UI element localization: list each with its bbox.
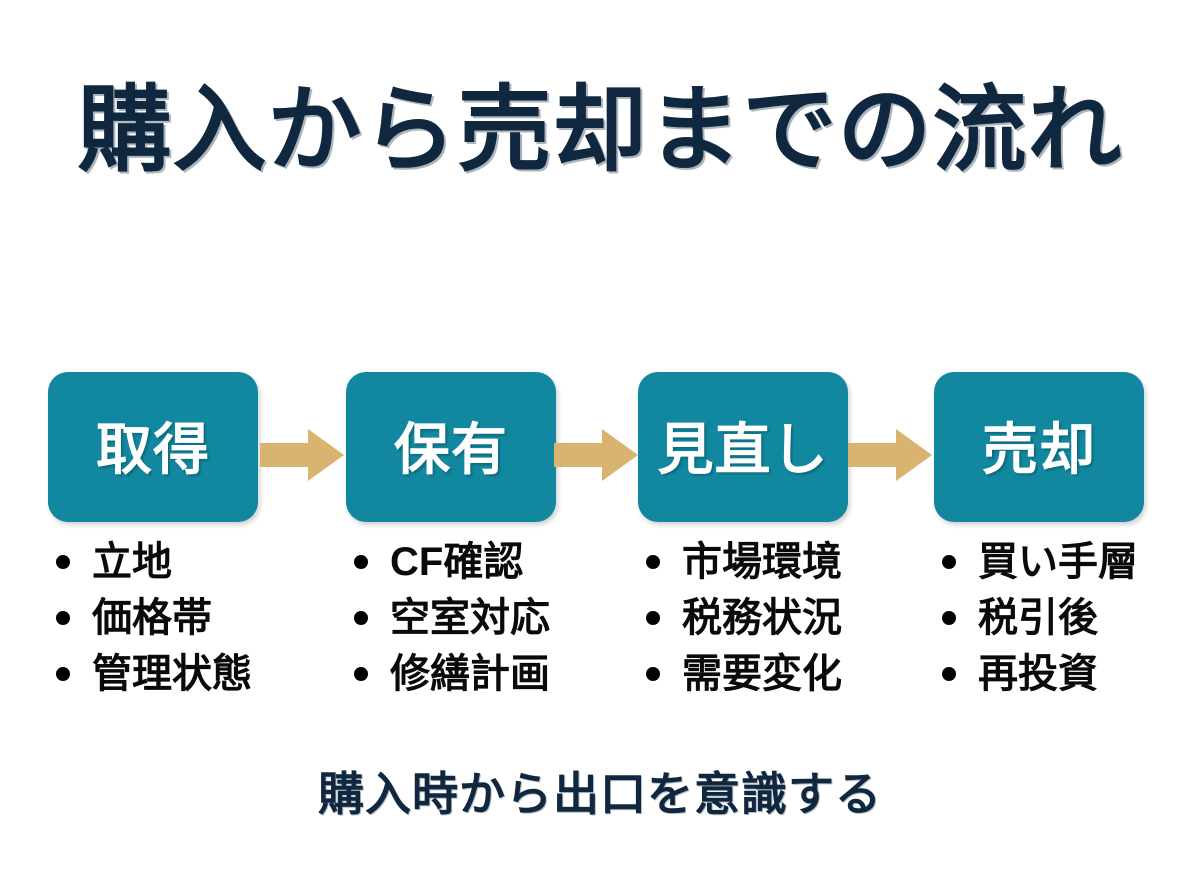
stage-box-4[interactable]: 売却 <box>934 372 1144 522</box>
list-item: 修繕計画 <box>354 646 604 702</box>
stage-box-3[interactable]: 見直し <box>638 372 848 522</box>
list-item: 需要変化 <box>646 646 896 702</box>
list-item-label: CF確認 <box>390 540 524 584</box>
bullet-dot-icon <box>646 611 660 625</box>
bullet-dot-icon <box>942 667 956 681</box>
list-item-label: 買い手層 <box>978 540 1138 584</box>
bullet-list-stage-4: 買い手層 税引後 再投資 <box>942 534 1192 702</box>
stage-label-3: 見直し <box>657 418 829 481</box>
bullet-dot-icon <box>56 611 70 625</box>
bullet-dot-icon <box>354 667 368 681</box>
list-item: 管理状態 <box>56 646 306 702</box>
bullet-list-stage-2: CF確認 空室対応 修繕計画 <box>354 534 604 702</box>
list-item-label: 税引後 <box>978 596 1098 640</box>
list-item-label: 修繕計画 <box>390 652 550 696</box>
bullet-dot-icon <box>56 555 70 569</box>
bullet-dot-icon <box>942 555 956 569</box>
list-item: 買い手層 <box>942 534 1192 590</box>
stage-box-1[interactable]: 取得 <box>48 372 258 522</box>
list-item-label: 立地 <box>92 540 172 584</box>
stage-detail-columns: 立地 価格帯 管理状態 CF確認 空室対応 修繕計画 <box>48 534 1152 724</box>
stage-label-1: 取得 <box>96 418 210 481</box>
list-item-label: 税務状況 <box>682 596 842 640</box>
stage-label-4: 売却 <box>982 418 1096 481</box>
process-flow: 取得 保有 見直し 売却 <box>48 372 1152 522</box>
bullet-dot-icon <box>354 611 368 625</box>
arrow-right-icon-1 <box>260 429 344 481</box>
list-item-label: 価格帯 <box>92 596 212 640</box>
list-item-label: 市場環境 <box>682 540 842 584</box>
list-item: 税務状況 <box>646 590 896 646</box>
list-item-label: 需要変化 <box>682 652 842 696</box>
list-item: 市場環境 <box>646 534 896 590</box>
arrow-right-icon-3 <box>848 429 932 481</box>
list-item-label: 管理状態 <box>92 652 252 696</box>
bullet-dot-icon <box>942 611 956 625</box>
footer-note: 購入時から出口を意識する <box>318 768 882 820</box>
bullet-dot-icon <box>646 555 660 569</box>
list-item: CF確認 <box>354 534 604 590</box>
stage-label-2: 保有 <box>394 418 508 481</box>
list-item: 立地 <box>56 534 306 590</box>
stage-box-2[interactable]: 保有 <box>346 372 556 522</box>
list-item-label: 空室対応 <box>390 596 550 640</box>
list-item-label: 再投資 <box>978 652 1098 696</box>
bullet-list-stage-3: 市場環境 税務状況 需要変化 <box>646 534 896 702</box>
bullet-list-stage-1: 立地 価格帯 管理状態 <box>56 534 306 702</box>
list-item: 空室対応 <box>354 590 604 646</box>
list-item: 再投資 <box>942 646 1192 702</box>
list-item: 価格帯 <box>56 590 306 646</box>
bullet-dot-icon <box>646 667 660 681</box>
arrow-right-icon-2 <box>554 429 638 481</box>
bullet-dot-icon <box>56 667 70 681</box>
list-item: 税引後 <box>942 590 1192 646</box>
bullet-dot-icon <box>354 555 368 569</box>
page-title: 購入から売却までの流れ <box>77 77 1123 182</box>
